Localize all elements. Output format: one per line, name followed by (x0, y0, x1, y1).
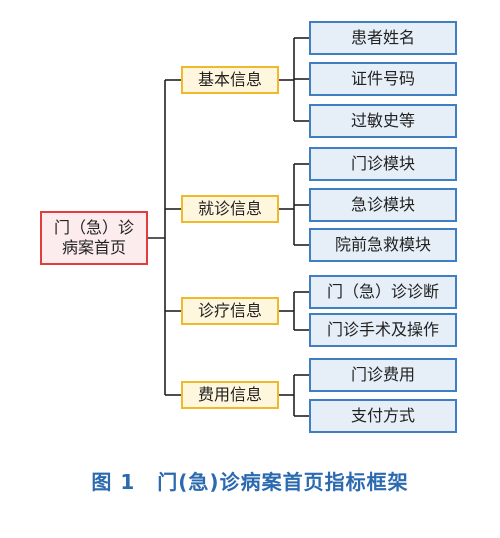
category-label: 就诊信息 (197, 199, 262, 218)
category-label: 费用信息 (197, 385, 262, 404)
leaf-label: 证件号码 (350, 69, 415, 88)
figure-number: 图 1 (91, 470, 136, 494)
leaf-label: 门诊手术及操作 (326, 320, 439, 339)
leaf-diagnosis: 门（急）诊诊断 (309, 275, 457, 309)
leaf-label: 门诊模块 (350, 154, 415, 173)
leaf-label: 支付方式 (350, 406, 415, 425)
leaf-emergency-module: 急诊模块 (309, 188, 457, 222)
leaf-label: 院前急救模块 (334, 235, 431, 254)
leaf-patient-name: 患者姓名 (309, 21, 457, 55)
leaf-id-number: 证件号码 (309, 62, 457, 96)
leaf-label: 门（急）诊诊断 (326, 282, 439, 301)
figure-caption: 图 1 门(急)诊病案首页指标框架 (0, 466, 500, 495)
leaf-allergy-history: 过敏史等 (309, 104, 457, 138)
leaf-surgery-operation: 门诊手术及操作 (309, 313, 457, 347)
root-label-line1: 门（急）诊 (53, 218, 134, 237)
leaf-label: 门诊费用 (350, 365, 415, 384)
leaf-prehospital-module: 院前急救模块 (309, 228, 457, 262)
category-cost-info: 费用信息 (181, 381, 279, 409)
category-visit-info: 就诊信息 (181, 195, 279, 223)
category-basic-info: 基本信息 (181, 66, 279, 94)
leaf-label: 过敏史等 (350, 111, 415, 130)
leaf-outpatient-cost: 门诊费用 (309, 358, 457, 392)
leaf-outpatient-module: 门诊模块 (309, 147, 457, 181)
figure-title: 门(急)诊病案首页指标框架 (157, 470, 409, 494)
category-treatment-info: 诊疗信息 (181, 297, 279, 325)
category-label: 基本信息 (197, 70, 262, 89)
leaf-payment-method: 支付方式 (309, 399, 457, 433)
root-node: 门（急）诊 病案首页 (40, 211, 148, 265)
root-label-line2: 病案首页 (61, 238, 126, 257)
leaf-label: 患者姓名 (350, 28, 415, 47)
leaf-label: 急诊模块 (350, 195, 415, 214)
category-label: 诊疗信息 (197, 301, 262, 320)
